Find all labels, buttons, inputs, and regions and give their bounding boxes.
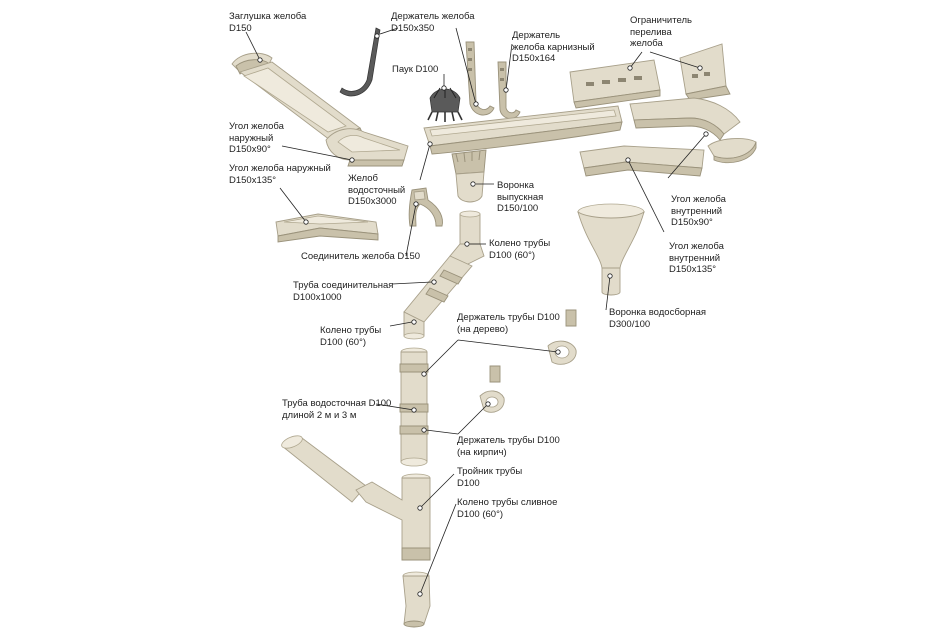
label-gutter: Желоб водосточный D150x3000	[348, 173, 406, 207]
label-outlet-funnel: Воронка выпускная D150/100	[497, 180, 544, 214]
label-drain-elbow: Колено трубы сливное D100 (60°)	[457, 497, 558, 520]
label-collector-funnel: Воронка водосборная D300/100	[609, 307, 706, 330]
eaves-holder-part	[465, 41, 521, 119]
label-pipe-tee: Тройник трубы D100	[457, 466, 523, 489]
label-downpipe: Труба водосточная D100 длиной 2 м и 3 м	[282, 398, 392, 421]
downpipe-part	[399, 347, 429, 467]
leader-lines	[245, 27, 709, 597]
spider-part	[427, 86, 463, 122]
pipe-holder-brick-part	[479, 365, 505, 413]
drain-elbow-part	[402, 571, 431, 628]
label-overflow-limiter: Ограничитель перелива желоба	[630, 15, 692, 49]
label-connecting-pipe: Труба соединительная D100x1000	[293, 280, 394, 303]
label-pipe-elbow-top: Колено трубы D100 (60°)	[489, 238, 551, 261]
outer-corner-135-part	[275, 213, 379, 243]
gutter-connector-part	[408, 187, 443, 227]
label-pipe-holder-wood: Держатель трубы D100 (на дерево)	[457, 312, 560, 335]
label-end-cap: Заглушка желоба D150	[229, 11, 307, 34]
label-inner-corner-90: Угол желоба внутренний D150x90°	[671, 194, 726, 228]
inner-corner-135-part	[579, 145, 705, 177]
label-pipe-elbow-mid: Колено трубы D100 (60°)	[320, 325, 382, 348]
end-cap-right-part	[707, 138, 757, 164]
label-eaves-holder: Держатель желоба карнизный D150x164	[512, 30, 595, 64]
label-gutter-holder: Держатель желоба D150x350	[391, 11, 475, 34]
label-spider: Паук D100	[392, 64, 439, 75]
outlet-funnel-part	[451, 149, 487, 203]
label-outer-corner-90: Угол желоба наружный D150x90°	[229, 121, 284, 155]
diagonal-gutter-part	[239, 61, 365, 149]
label-outer-corner-135: Угол желоба наружный D150x135°	[229, 163, 331, 186]
overflow-limiter-part	[569, 43, 731, 109]
collector-funnel-part	[577, 203, 645, 296]
label-gutter-connector: Соединитель желоба D150	[301, 251, 421, 262]
pipe-holder-wood-part	[547, 309, 577, 365]
outer-corner-90-part	[325, 128, 409, 167]
gutter-holder-part	[339, 27, 381, 97]
label-pipe-holder-brick: Держатель трубы D100 (на кирпич)	[457, 435, 560, 458]
inner-corner-90-part	[629, 97, 741, 141]
pipe-tee-part	[355, 473, 431, 561]
label-inner-corner-135: Угол желоба внутренний D150x135°	[669, 241, 724, 275]
main-gutter-part	[423, 105, 623, 155]
angled-pipe-part	[281, 435, 367, 503]
